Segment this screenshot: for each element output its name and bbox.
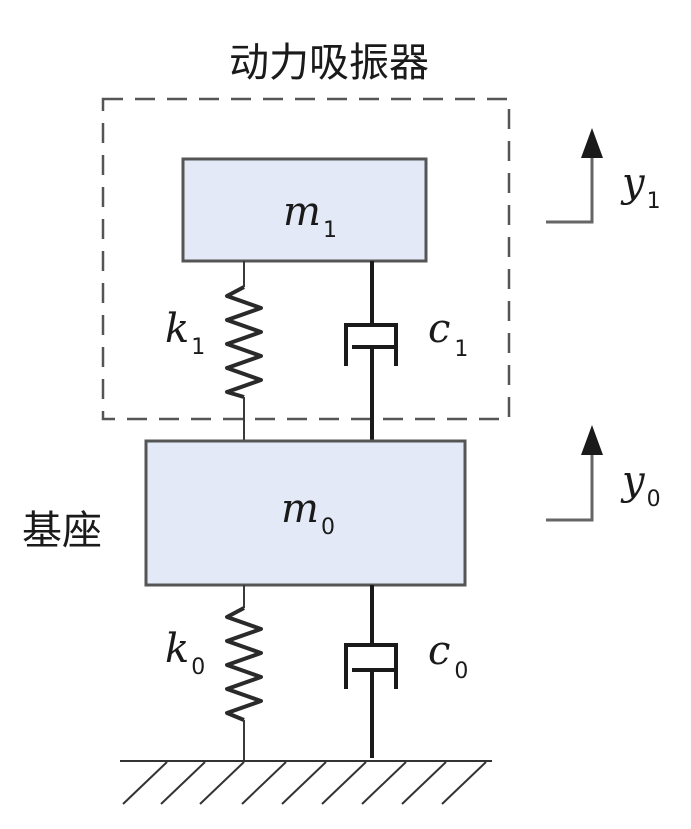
mass-m0-symbol: m [281,486,319,532]
ground-hatch-line [321,761,367,805]
displacement-y0-symbol: y [620,458,646,504]
diagram-title: 动力吸振器 [229,40,429,86]
spring-k0-coil [225,606,263,722]
spring-k0-subscript: 0 [191,655,205,680]
mass-m0: m0 [144,439,467,587]
ground-hatching [122,761,487,805]
damper-c0-cylinder [344,643,398,689]
mass-m1-subscript: 1 [323,218,337,243]
mass-m0-label: m0 [281,486,335,540]
spring-k1-coil [225,285,263,399]
damper-c0-symbol: c [428,628,450,674]
absorber-boundary [101,97,511,421]
ground-hatch-line [401,761,447,805]
ground-hatch-line [441,761,487,805]
ground-hatch-line [199,761,245,805]
displacement-y1: y1 [546,128,661,224]
spring-k0-label: k0 [165,626,205,680]
ground [120,760,492,805]
displacement-y1-arrow-line [546,158,594,224]
displacement-y0-arrow-line [546,455,594,522]
mass-m0-subscript: 0 [321,515,335,540]
mass-m1-box [181,157,428,263]
spring-k1-subscript: 1 [191,335,205,360]
spring-k1-symbol: k [165,306,189,352]
spring-k0: k0 [165,585,263,760]
damper-c1-symbol: c [428,306,450,352]
displacement-y0-label: y0 [620,458,661,512]
mass-m1-symbol: m [283,189,321,235]
base-label: 基座 [22,508,102,554]
arrow-up-icon [581,425,603,455]
mass-m1: m1 [181,157,428,263]
ground-hatch-line [160,761,206,805]
spring-k0-symbol: k [165,626,189,672]
mass-m0-box [144,439,467,587]
damper-c1-subscript: 1 [454,337,468,362]
displacement-y1-subscript: 1 [647,189,661,214]
ground-hatch-line [361,761,407,805]
displacement-y0: y0 [546,425,661,522]
ground-hatch-line [122,761,168,805]
ground-hatch-line [241,761,287,805]
displacement-y0-subscript: 0 [647,487,661,512]
arrow-up-icon [581,128,603,158]
spring-k1-label: k1 [165,306,205,360]
displacement-y1-symbol: y [620,160,646,206]
spring-k1: k1 [165,261,263,441]
displacement-y1-label: y1 [620,160,661,214]
damper-c0-subscript: 0 [454,659,468,684]
mass-m1-label: m1 [283,189,337,243]
ground-hatch-line [281,761,327,805]
